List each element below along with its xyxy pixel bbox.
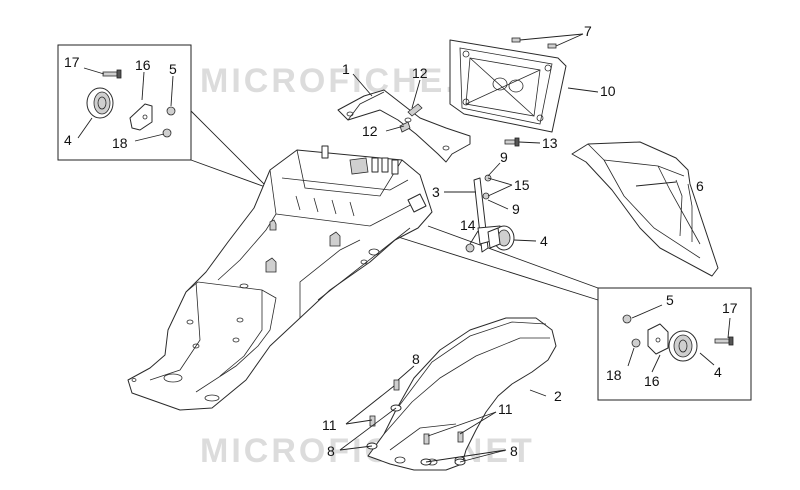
leaders-right-inset [627, 304, 731, 373]
indicator-assembly-right-light [487, 225, 515, 251]
callout-16-right: 16 [644, 373, 660, 389]
nut-5-left [166, 106, 176, 116]
callout-7: 7 [584, 23, 592, 39]
callout-8-right: 8 [510, 443, 518, 459]
callout-17-left: 17 [64, 54, 80, 70]
callout-12-bottom: 12 [362, 123, 378, 139]
callout-13: 13 [542, 135, 558, 151]
nut-5-right [622, 314, 632, 324]
callout-labels: 17 16 5 4 18 1 12 12 7 10 13 9 3 15 9 14… [64, 23, 738, 459]
inset-box-right [394, 225, 752, 401]
screw-17-right [714, 336, 734, 346]
callout-12-top: 12 [412, 65, 428, 81]
nut-18-right [631, 338, 641, 348]
watermark-bottom: MICROFICHE.NET [200, 432, 535, 470]
callout-2: 2 [554, 388, 562, 404]
plate-holder-rubber-12 [399, 103, 423, 133]
callout-18-left: 18 [112, 135, 128, 151]
callout-3: 3 [432, 184, 440, 200]
indicator-lens-left [86, 87, 114, 119]
callout-4-left: 4 [64, 132, 72, 148]
rear-mudguard [367, 317, 557, 471]
callout-4-right: 4 [714, 364, 722, 380]
nut-14 [465, 243, 475, 253]
callout-4-center: 4 [540, 233, 548, 249]
callout-8-top: 8 [412, 351, 420, 367]
callout-15: 15 [514, 177, 530, 193]
rear-undertray [127, 145, 433, 411]
inset-box-left [57, 44, 269, 189]
callout-14: 14 [460, 217, 476, 233]
rear-splash-guard [571, 141, 719, 277]
callout-6: 6 [696, 178, 704, 194]
indicator-lens-right [668, 330, 698, 362]
callout-9-bottom: 9 [512, 201, 520, 217]
nut-18-left [162, 128, 172, 138]
indicator-bracket-right [647, 323, 669, 355]
number-plate [449, 39, 567, 133]
callout-5-right: 5 [666, 292, 674, 308]
plate-screws-7 [511, 37, 557, 49]
leaders-left-inset [77, 67, 174, 142]
callout-18-right: 18 [606, 367, 622, 383]
leader-lines [339, 33, 677, 463]
plate-screw-13 [504, 137, 520, 147]
callout-11-right: 11 [498, 401, 513, 417]
callout-1: 1 [342, 61, 350, 77]
callout-17-right: 17 [722, 300, 738, 316]
screw-17-left [102, 69, 122, 79]
callout-8-left: 8 [327, 443, 335, 459]
callout-11-left: 11 [322, 417, 337, 433]
callout-5-left: 5 [169, 61, 177, 77]
callout-10: 10 [600, 83, 616, 99]
callout-9-top: 9 [500, 149, 508, 165]
screws-11 [369, 379, 464, 445]
callout-16-left: 16 [135, 57, 151, 73]
plate-holder-bracket [337, 89, 471, 163]
indicator-bracket-left [129, 103, 153, 131]
